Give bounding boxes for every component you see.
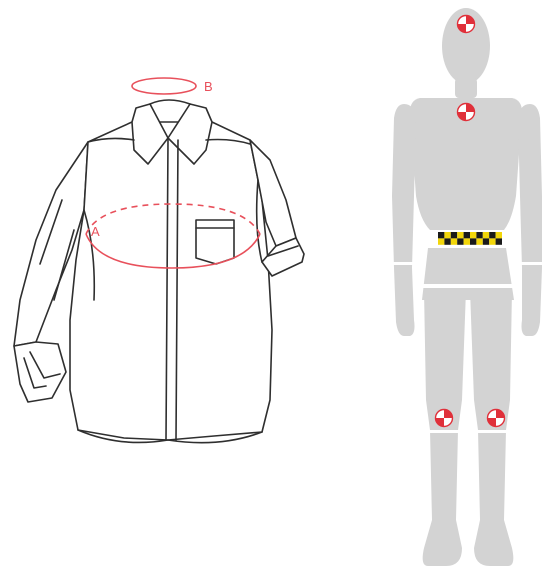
dummy-neck <box>455 78 477 98</box>
belt-square <box>470 232 476 238</box>
belt-square <box>489 238 495 244</box>
belt-square <box>451 232 457 238</box>
belt-square <box>438 232 444 238</box>
crash-test-target-icon-right-knee <box>488 410 505 427</box>
belt-square <box>464 232 470 238</box>
belt-square <box>444 238 450 244</box>
belt-square <box>489 232 495 238</box>
belt-square <box>496 232 502 238</box>
belt-square <box>451 238 457 244</box>
dummy-right-leg <box>470 290 513 566</box>
shirt-pocket <box>196 220 234 264</box>
crash-test-target-icon-chest <box>458 104 475 121</box>
belt-square <box>483 238 489 244</box>
belt-square <box>444 232 450 238</box>
dummy-right-arm <box>518 104 542 336</box>
neck-measurement-label: B <box>204 79 213 94</box>
checkered-belt-icon <box>438 232 502 245</box>
belt-square <box>457 232 463 238</box>
belt-square <box>457 238 463 244</box>
belt-square <box>496 238 502 244</box>
dummy-left-arm <box>392 104 416 336</box>
neck-measurement: B <box>132 78 213 94</box>
dummy-left-leg <box>423 290 466 566</box>
belt-square <box>470 238 476 244</box>
crash-test-target-icon-left-knee <box>436 410 453 427</box>
chest-measurement-label: A <box>91 224 100 239</box>
shirt-body <box>70 122 272 440</box>
belt-square <box>476 238 482 244</box>
belt-square <box>438 238 444 244</box>
shirt-illustration <box>14 100 304 443</box>
crash-test-target-icon-head <box>458 16 475 33</box>
crash-test-dummy-icon <box>392 8 544 566</box>
right-cuff <box>262 238 304 276</box>
belt-square <box>464 238 470 244</box>
belt-square <box>476 232 482 238</box>
belt-square <box>483 232 489 238</box>
